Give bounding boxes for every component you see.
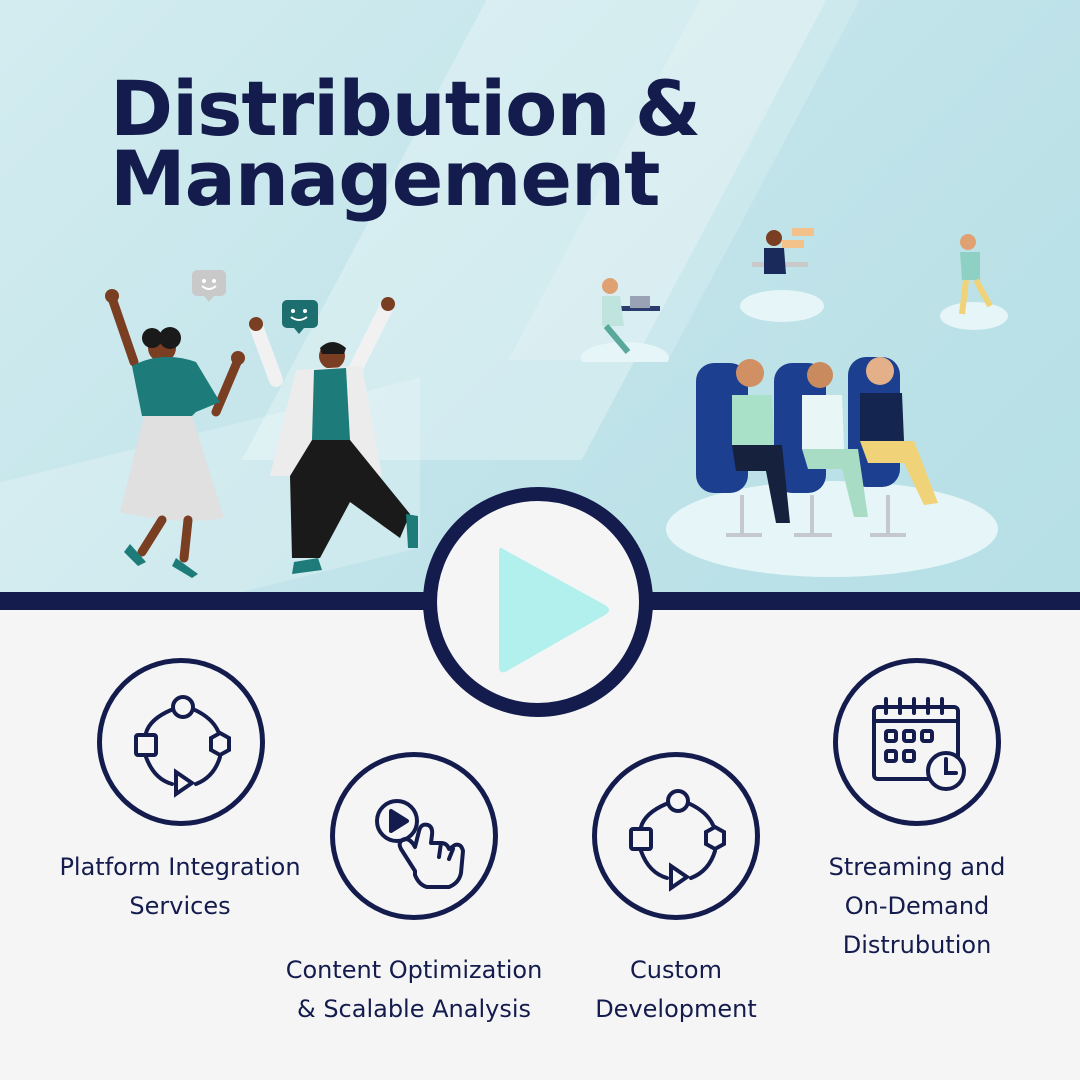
calendar-clock-icon — [872, 697, 966, 791]
service-label-streaming: Streaming and On-Demand Distrubution — [828, 853, 1006, 959]
service-label-content-optimization: Content Optimization & Scalable Analysis — [285, 956, 543, 1023]
click-play-icon — [375, 799, 465, 889]
integration-cycle-icon — [134, 695, 231, 798]
audience-seating-illustration — [666, 357, 998, 577]
service-label-platform-integration: Platform Integration Services — [59, 853, 301, 920]
page-title: Distribution & Management — [110, 64, 701, 223]
service-icon-ring — [330, 752, 498, 920]
service-icon-ring — [97, 658, 265, 826]
remote-workers-illustration — [581, 228, 1008, 362]
title-line-2: Management — [110, 134, 660, 223]
play-icon — [499, 547, 609, 673]
service-icon-ring — [592, 752, 760, 920]
service-label-custom-development: Custom Development — [595, 956, 757, 1023]
celebrating-people-illustration — [105, 270, 418, 578]
service-icon-ring — [833, 658, 1001, 826]
play-button[interactable] — [423, 487, 653, 717]
development-cycle-icon — [629, 789, 726, 892]
title-line-1: Distribution & — [110, 64, 701, 153]
